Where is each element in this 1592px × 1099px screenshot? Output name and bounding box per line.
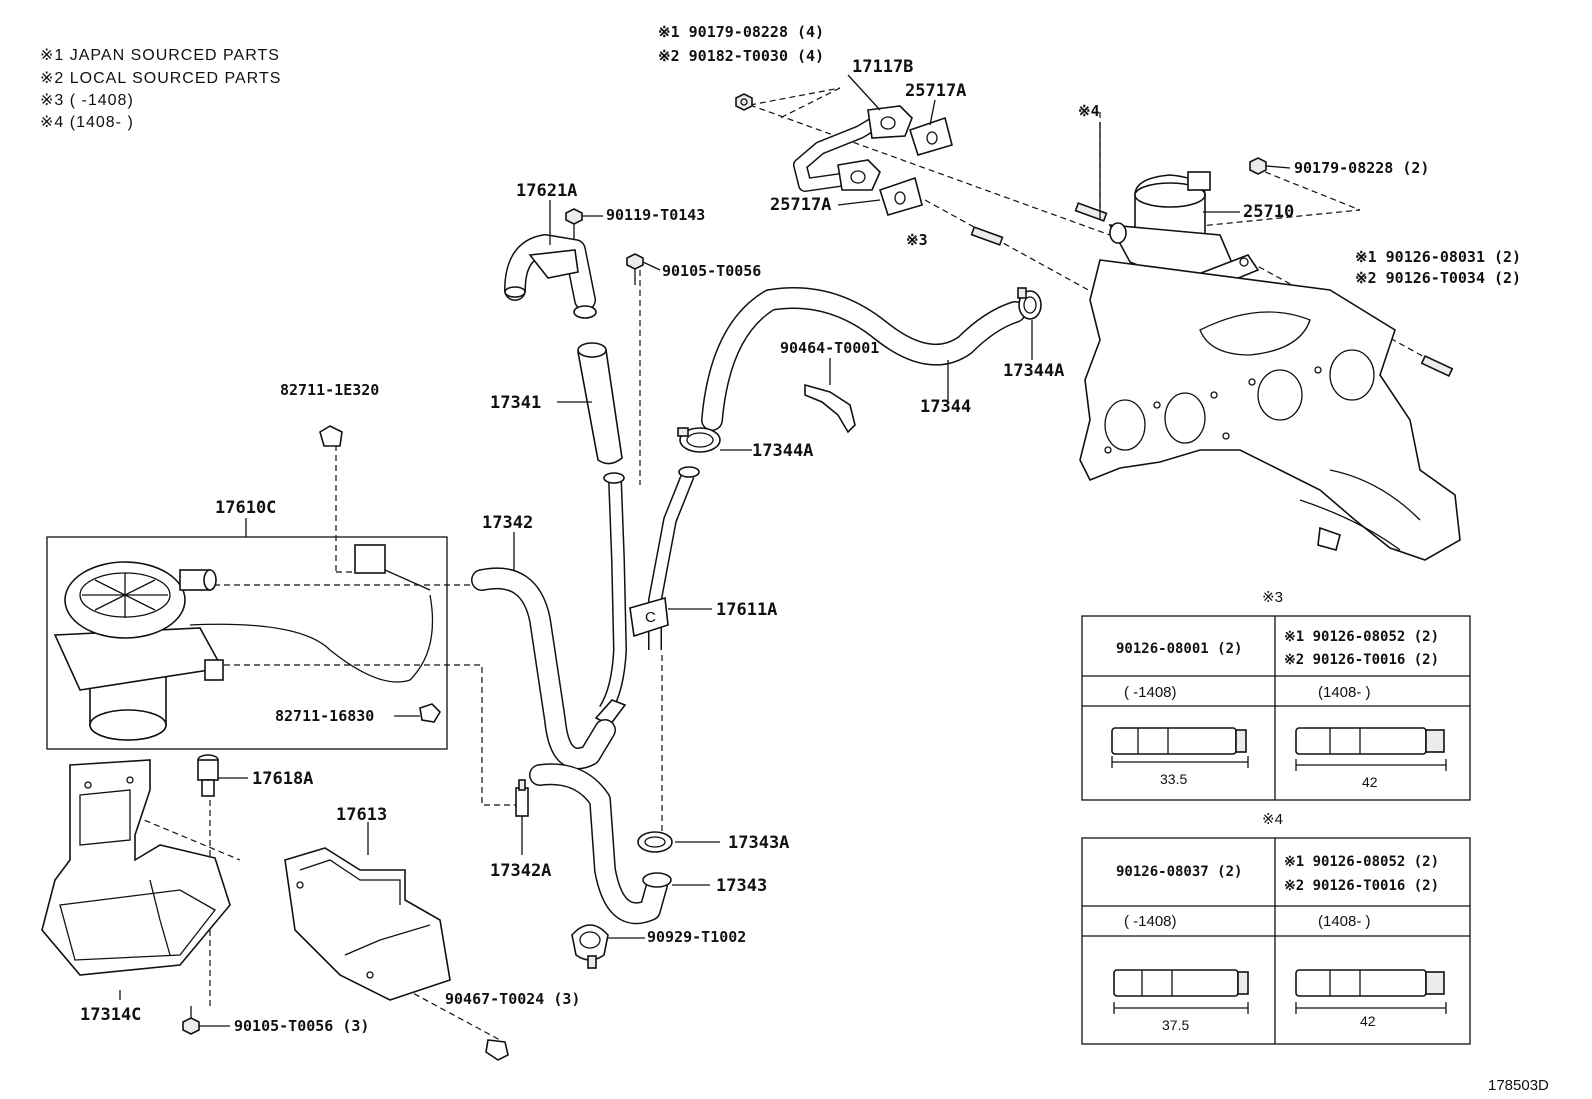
label-17342: 17342 <box>482 513 533 533</box>
stud-icons <box>970 157 1454 378</box>
hose-17344 <box>701 287 1026 431</box>
stud-table-3: ※3 90126-08001 (2) ※1 90126-08052 (2) ※2… <box>1081 589 1471 801</box>
label-17344a-mid: 17344A <box>752 441 813 461</box>
clamp-90929 <box>571 924 609 969</box>
exhaust-manifold <box>1079 259 1461 561</box>
bolt-90105-bottom <box>182 1006 200 1035</box>
elbow-hose-17621a <box>504 234 597 319</box>
pipe-17611a: C <box>594 466 700 727</box>
label-25717a-left: 25717A <box>770 195 831 215</box>
air-pump <box>53 544 434 741</box>
label-82711-16830: 82711-16830 <box>275 707 374 725</box>
label-marker-3: ※3 <box>906 231 928 249</box>
table4-marker: ※4 <box>1262 811 1283 828</box>
connector-82711-1e320 <box>319 425 343 447</box>
label-17344a-right: 17344A <box>1003 361 1064 381</box>
label-82711-1e320: 82711-1E320 <box>280 381 379 399</box>
cover-17613 <box>284 847 451 1001</box>
label-marker-4: ※4 <box>1078 102 1100 120</box>
table4-right-range: (1408- ) <box>1318 913 1371 930</box>
assembly-dashed-lines <box>74 87 1431 1041</box>
label-290182: ※2 90182-T0030 (4) <box>658 47 824 65</box>
label-90126-08031: ※1 90126-08031 (2) <box>1355 248 1521 266</box>
label-17610c: 17610C <box>215 498 276 518</box>
bolt-icons-top <box>565 208 644 285</box>
label-90467: 90467-T0024 (3) <box>445 990 580 1008</box>
clip-90464 <box>804 383 856 434</box>
hose-17343 <box>529 763 673 925</box>
table4-left-dim: 37.5 <box>1162 1017 1189 1033</box>
label-90119: 90119-T0143 <box>606 206 705 224</box>
label-90179-right: 90179-08228 (2) <box>1294 159 1429 177</box>
stud-table-4: ※4 90126-08037 (2) ※1 90126-08052 (2) ※2… <box>1081 811 1471 1045</box>
note-2: ※2 LOCAL SOURCED PARTS <box>40 70 281 87</box>
label-90105-top: 90105-T0056 <box>662 262 761 280</box>
label-17618a: 17618A <box>252 769 313 789</box>
clip-90467 <box>485 1039 509 1061</box>
air-pump-box <box>46 536 448 750</box>
diagram-code: 178503D <box>1488 1077 1549 1094</box>
nut-top-icon <box>735 93 753 111</box>
stud-icon-37-5 <box>1113 969 1249 997</box>
table3-right-part-2: ※2 90126-T0016 (2) <box>1284 652 1439 668</box>
label-90929: 90929-T1002 <box>647 928 746 946</box>
note-4: ※4 (1408- ) <box>40 114 134 131</box>
table4-left-part: 90126-08037 (2) <box>1116 864 1242 880</box>
svg-text:C: C <box>645 609 656 626</box>
stud-icon-42-a <box>1295 727 1445 755</box>
label-25717a-top: 25717A <box>905 81 966 101</box>
table3-right-range: (1408- ) <box>1318 684 1371 701</box>
notes-block: ※1 JAPAN SOURCED PARTS ※2 LOCAL SOURCED … <box>40 47 281 131</box>
label-17117b: 17117B <box>852 57 913 77</box>
table4-right-dim: 42 <box>1360 1013 1376 1029</box>
table4-right-part-2: ※2 90126-T0016 (2) <box>1284 878 1439 894</box>
label-17343: 17343 <box>716 876 767 896</box>
label-25710: 25710 <box>1243 202 1294 222</box>
label-190179: ※1 90179-08228 (4) <box>658 23 824 41</box>
connector-17342a <box>515 779 529 817</box>
table3-left-part: 90126-08001 (2) <box>1116 641 1242 657</box>
label-17314c: 17314C <box>80 1005 141 1025</box>
bracket-17314c <box>41 759 231 976</box>
label-17343a: 17343A <box>728 833 789 853</box>
note-1: ※1 JAPAN SOURCED PARTS <box>40 47 280 64</box>
table3-right-dim: 42 <box>1362 774 1378 790</box>
label-17341: 17341 <box>490 393 541 413</box>
hose-17342 <box>471 567 616 770</box>
label-90464: 90464-T0001 <box>780 339 879 357</box>
label-17344: 17344 <box>920 397 971 417</box>
clamp-icons-17344a <box>677 287 1042 453</box>
pipe-assembly-17117b <box>793 105 953 216</box>
note-3: ※3 ( -1408) <box>40 92 134 109</box>
label-17611a: 17611A <box>716 600 777 620</box>
label-90105-bottom: 90105-T0056 (3) <box>234 1017 369 1035</box>
label-17621a: 17621A <box>516 181 577 201</box>
table4-left-range: ( -1408) <box>1124 913 1177 930</box>
clip-82711-16830 <box>419 703 442 723</box>
leader-lines <box>119 74 1291 1027</box>
table4-right-part-1: ※1 90126-08052 (2) <box>1284 854 1439 870</box>
sensor-17618a <box>197 754 219 797</box>
table3-right-part-1: ※1 90126-08052 (2) <box>1284 629 1439 645</box>
label-17613: 17613 <box>336 805 387 825</box>
table3-left-range: ( -1408) <box>1124 684 1177 701</box>
part-labels: ※1 90179-08228 (4) ※2 90182-T0030 (4) 17… <box>80 23 1549 1094</box>
label-17342a: 17342A <box>490 861 551 881</box>
stud-icon-42-b <box>1295 969 1445 997</box>
hose-17341 <box>577 342 623 465</box>
table3-marker: ※3 <box>1262 589 1283 606</box>
table3-left-dim: 33.5 <box>1160 771 1187 787</box>
label-90126-t0034: ※2 90126-T0034 (2) <box>1355 269 1521 287</box>
stud-icon-33-5 <box>1111 727 1247 755</box>
